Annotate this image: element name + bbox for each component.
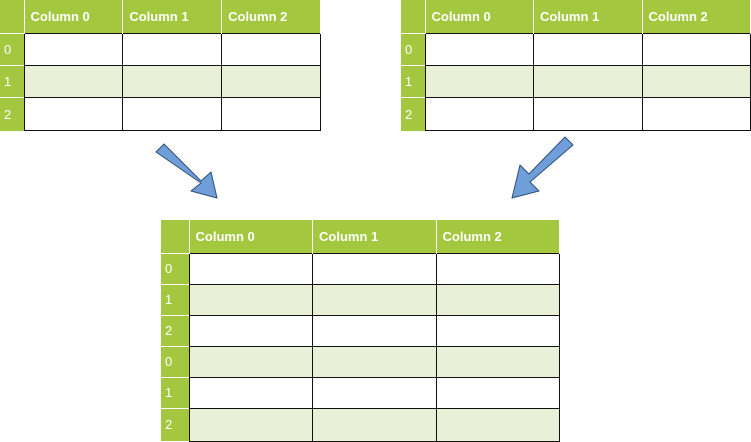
table-cell	[424, 96, 534, 132]
table-row: 0	[401, 32, 751, 66]
table-cell	[221, 32, 321, 66]
table-cell	[122, 96, 223, 132]
column-header-1: Column 1	[312, 220, 437, 253]
row-index: 1	[0, 64, 24, 98]
table-cell	[221, 64, 321, 98]
row-index: 0	[161, 252, 189, 284]
table-cell	[641, 32, 751, 66]
corner-cell	[401, 0, 426, 34]
row-index: 2	[0, 96, 24, 131]
table-cell	[188, 376, 313, 409]
corner-cell	[0, 0, 25, 34]
table-cell	[424, 64, 534, 98]
table-cell	[435, 376, 560, 409]
arrow-down-right-icon	[155, 143, 218, 199]
table-cell	[312, 283, 437, 316]
table-cell	[641, 96, 751, 132]
table-row: 0	[0, 32, 321, 66]
table-cell	[221, 96, 321, 132]
table-cell	[435, 314, 560, 347]
table-cell	[312, 407, 437, 442]
table-row: 1	[161, 283, 560, 316]
table-right: Column 0 Column 1 Column 2 0 1 2	[401, 0, 751, 132]
table-cell	[122, 32, 223, 66]
table-cell	[188, 283, 313, 316]
corner-cell	[161, 220, 190, 253]
column-header-1: Column 1	[533, 0, 643, 34]
column-header-2: Column 2	[221, 0, 321, 34]
table-left: Column 0 Column 1 Column 2 0 1 2	[0, 0, 321, 132]
row-index: 2	[161, 407, 189, 441]
arrow-down-left-icon	[511, 136, 574, 199]
table-cell	[435, 407, 560, 442]
table-row: 0	[161, 345, 560, 378]
table-cell	[188, 407, 313, 442]
table-cell	[188, 252, 313, 285]
table-cell	[23, 32, 124, 66]
row-index: 1	[161, 376, 189, 408]
row-index: 0	[401, 32, 425, 66]
table-cell	[188, 314, 313, 347]
table-cell	[435, 345, 560, 378]
table-cell	[533, 96, 643, 132]
table-cell	[188, 345, 313, 378]
row-index: 0	[0, 32, 24, 66]
header-row: Column 0 Column 1 Column 2	[0, 0, 321, 34]
table-row: 2	[161, 407, 560, 442]
table-row: 0	[161, 252, 560, 285]
table-cell	[23, 64, 124, 98]
table-cell	[533, 32, 643, 66]
table-row: 1	[161, 376, 560, 409]
table-cell	[312, 376, 437, 409]
table-cell	[435, 283, 560, 316]
table-cell	[312, 345, 437, 378]
column-header-0: Column 0	[23, 0, 124, 34]
row-index: 0	[161, 345, 189, 377]
table-row: 2	[161, 314, 560, 347]
table-combined: Column 0 Column 1 Column 2 0 1 2 0 1 2	[161, 220, 560, 442]
header-row: Column 0 Column 1 Column 2	[161, 220, 560, 253]
table-row: 1	[0, 64, 321, 98]
table-cell	[23, 96, 124, 132]
table-cell	[533, 64, 643, 98]
column-header-2: Column 2	[641, 0, 751, 34]
table-cell	[312, 314, 437, 347]
row-index: 1	[161, 283, 189, 315]
table-row: 2	[401, 96, 751, 132]
table-cell	[641, 64, 751, 98]
table-row: 2	[0, 96, 321, 132]
header-row: Column 0 Column 1 Column 2	[401, 0, 751, 34]
table-cell	[435, 252, 560, 285]
table-cell	[122, 64, 223, 98]
table-cell	[312, 252, 437, 285]
table-cell	[424, 32, 534, 66]
row-index: 2	[161, 314, 189, 346]
row-index: 2	[401, 96, 425, 131]
column-header-2: Column 2	[435, 220, 560, 253]
table-row: 1	[401, 64, 751, 98]
row-index: 1	[401, 64, 425, 98]
column-header-0: Column 0	[188, 220, 313, 253]
column-header-1: Column 1	[122, 0, 223, 34]
column-header-0: Column 0	[424, 0, 534, 34]
